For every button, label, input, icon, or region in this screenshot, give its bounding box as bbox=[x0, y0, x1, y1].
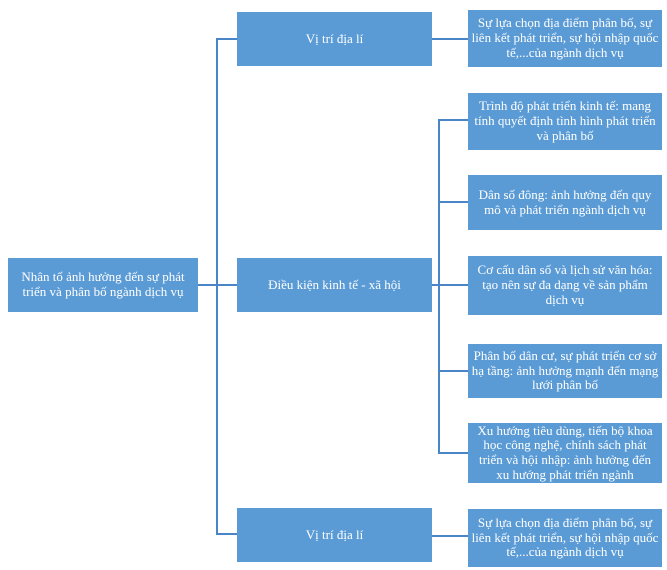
node-leaf-su-lua-chon-bottom: Sự lựa chọn địa điểm phân bố, sự liên kế… bbox=[468, 509, 662, 567]
connector-branch-bottom bbox=[216, 533, 237, 535]
connector-root-to-middle bbox=[198, 284, 237, 286]
connector-trunk-left bbox=[216, 38, 218, 535]
connector-branch-leaf-4 bbox=[438, 370, 468, 372]
node-leaf-trinh-do-phat-trien: Trình độ phát triển kinh tế: mang tính q… bbox=[468, 93, 662, 150]
node-leaf-co-cau-dan-so: Cơ cấu dân số và lịch sử văn hóa: tạo nê… bbox=[468, 256, 662, 315]
connector-branch-leaf-3 bbox=[432, 284, 468, 286]
connector-branch-leaf-2 bbox=[438, 201, 468, 203]
node-leaf-dan-so-dong: Dân số đông: ảnh hưởng đến quy mô và phá… bbox=[468, 175, 662, 230]
node-branch-vi-tri-dia-li-top: Vị trí địa lí bbox=[237, 12, 432, 66]
connector-vi-tri-bottom-to-leaf bbox=[432, 535, 468, 537]
node-leaf-xu-huong-tieu-dung: Xu hướng tiêu dùng, tiến bộ khoa học côn… bbox=[468, 423, 662, 483]
node-leaf-su-lua-chon-top: Sự lựa chọn địa điểm phân bố, sự liên kế… bbox=[468, 10, 662, 67]
connector-trunk-right bbox=[438, 119, 440, 454]
node-root: Nhân tố ảnh hưởng đến sự phát triển và p… bbox=[8, 258, 198, 312]
connector-vi-tri-top-to-leaf bbox=[432, 38, 468, 40]
node-branch-vi-tri-dia-li-bottom: Vị trí địa lí bbox=[237, 508, 432, 562]
node-leaf-phan-bo-dan-cu: Phân bố dân cư, sự phát triển cơ sở hạ t… bbox=[468, 344, 662, 398]
connector-branch-top bbox=[216, 38, 237, 40]
connector-branch-leaf-1 bbox=[438, 119, 468, 121]
node-branch-dieu-kien-kinh-te-xa-hoi: Điều kiện kinh tế - xã hội bbox=[237, 258, 432, 312]
connector-branch-leaf-5 bbox=[438, 452, 468, 454]
